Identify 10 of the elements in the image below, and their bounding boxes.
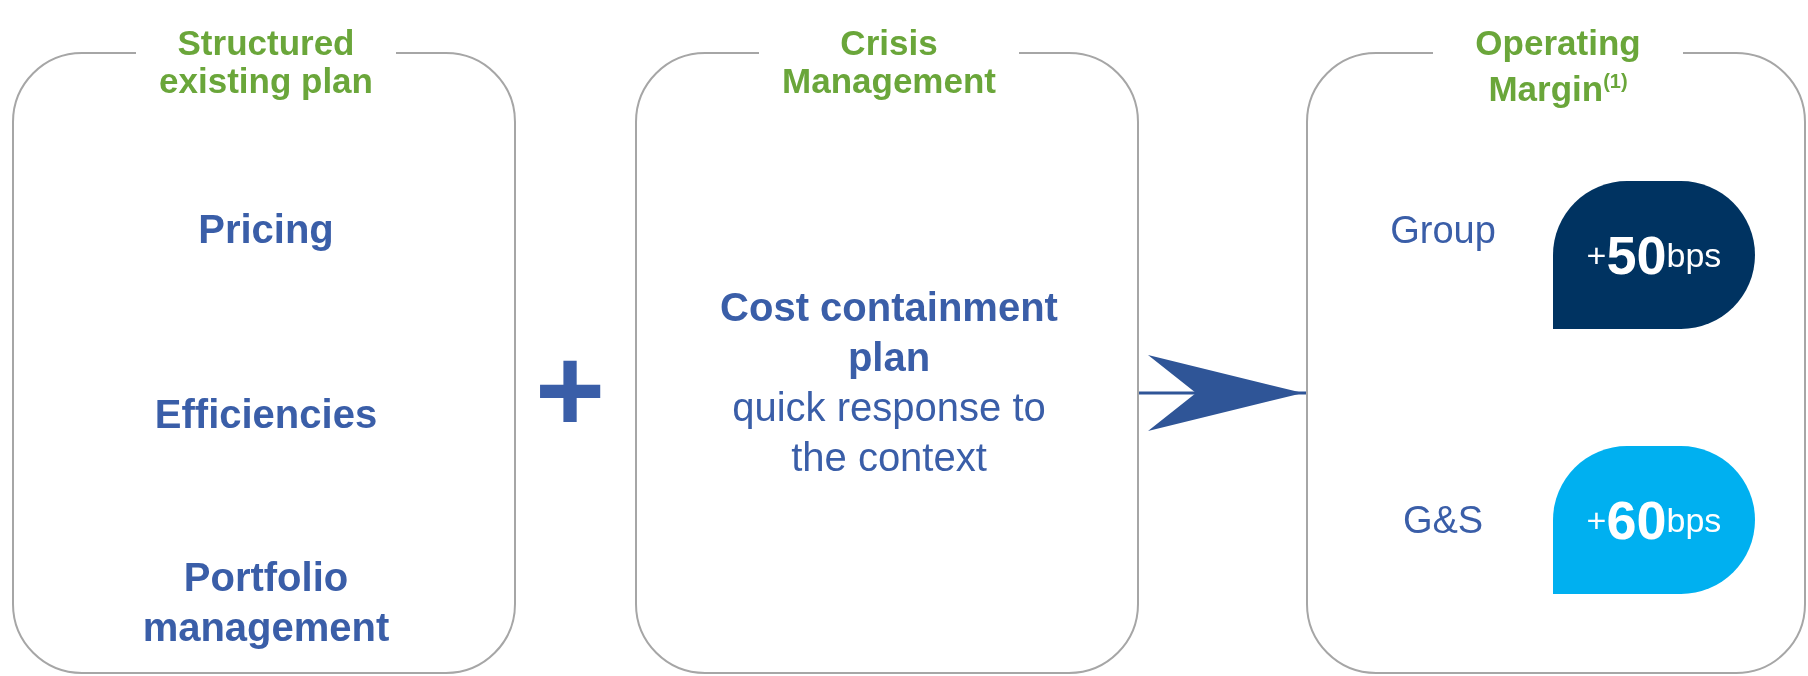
metric-badge: +60bps: [1553, 446, 1755, 594]
item-text: Pricing: [197, 206, 335, 253]
item-text: Efficiencies: [153, 391, 379, 438]
chevron-arrow: [1139, 355, 1306, 431]
plan-description: quick response to the context: [731, 384, 1047, 481]
metric-badge: +50bps: [1553, 181, 1755, 329]
item-text: Portfolio management: [141, 554, 391, 651]
plus-sign: +: [535, 330, 606, 450]
row-label: Group: [1389, 209, 1497, 252]
row-label: G&S: [1401, 499, 1485, 542]
